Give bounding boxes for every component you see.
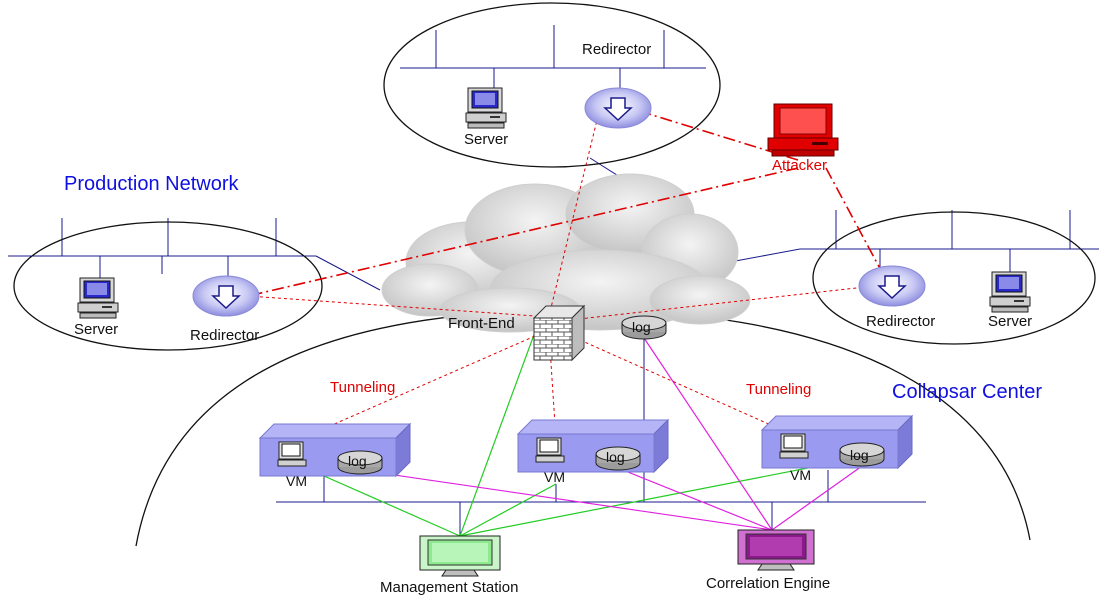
front-end-firewall-icon <box>532 304 586 362</box>
vm-2-label: VM <box>544 469 565 485</box>
redirector-right <box>858 265 926 307</box>
production-network-title: Production Network <box>64 173 240 195</box>
vm-box-2 <box>517 419 669 473</box>
redirector-left-label: Redirector <box>190 327 259 344</box>
management-station-label: Management Station <box>380 579 518 596</box>
server-right-label: Server <box>988 313 1032 330</box>
vm-box-1 <box>259 423 411 477</box>
redirector-left <box>192 275 260 317</box>
production-network-left-ellipse <box>13 221 323 351</box>
attack-paths <box>247 109 893 321</box>
collapsar-center-title: Collapsar Center <box>892 381 1042 403</box>
redirector-top <box>584 87 652 129</box>
correlation-engine-icon <box>737 529 815 571</box>
tunneling-label-right: Tunneling <box>746 381 811 398</box>
vm-3-label: VM <box>790 467 811 483</box>
server-top <box>465 87 507 129</box>
production-network-right-ellipse <box>812 211 1096 345</box>
front-end-label: Front-End <box>448 315 515 332</box>
attacker-computer-icon <box>767 103 839 157</box>
redirector-right-label: Redirector <box>866 313 935 330</box>
management-links <box>323 331 819 537</box>
correlation-links <box>359 337 863 531</box>
tunneling-paths <box>297 335 801 441</box>
correlation-engine-label: Correlation Engine <box>706 575 830 592</box>
production-network-top-ellipse <box>383 2 721 168</box>
vm-box-3 <box>761 415 913 469</box>
front-log-label: log <box>632 319 651 335</box>
log-vm-2-label: log <box>606 449 625 465</box>
server-top-label: Server <box>464 131 508 148</box>
server-left-label: Server <box>74 321 118 338</box>
server-left <box>77 277 119 319</box>
vm-1-label: VM <box>286 473 307 489</box>
tunneling-label-left: Tunneling <box>330 379 395 396</box>
server-right <box>989 271 1031 313</box>
log-vm-3-label: log <box>850 447 869 463</box>
management-station-icon <box>419 535 501 577</box>
attacker-label: Attacker <box>772 157 827 174</box>
redirector-top-label: Redirector <box>582 41 651 58</box>
internet-cloud <box>381 173 751 333</box>
log-vm-1-label: log <box>348 453 367 469</box>
